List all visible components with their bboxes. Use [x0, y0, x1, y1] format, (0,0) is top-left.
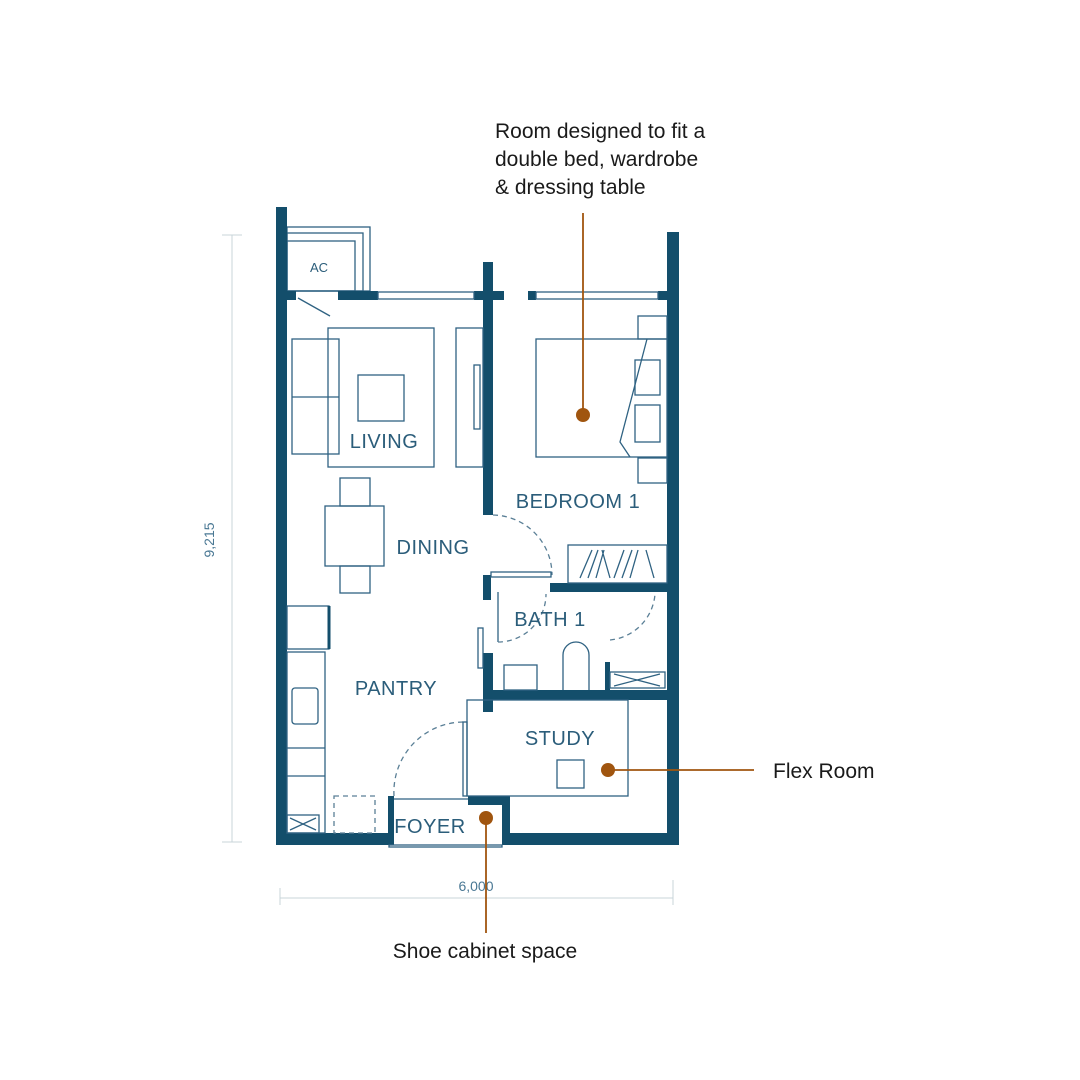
bedroom-door	[490, 571, 552, 578]
bath-fixtures	[477, 592, 666, 691]
annotation-shoe-cabinet	[479, 811, 493, 933]
room-label-ac: AC	[310, 260, 328, 275]
dining-table	[324, 477, 385, 594]
width-dimension: 6,000	[458, 878, 493, 894]
walls	[276, 207, 679, 845]
pantry-counter	[286, 605, 376, 834]
height-dimension: 9,215	[201, 522, 217, 557]
bedroom-note-line-1: Room designed to fit a	[495, 120, 705, 143]
foyer-threshold	[388, 844, 503, 848]
annotation-bedroom	[576, 213, 590, 422]
study-desk	[466, 699, 629, 797]
flex-room-note: Flex Room	[773, 760, 875, 783]
room-label-bath: BATH 1	[514, 609, 586, 631]
annotation-flex-room	[601, 763, 754, 777]
windows	[297, 291, 659, 317]
room-label-foyer: FOYER	[394, 816, 465, 838]
bedroom-note-line-3: & dressing table	[495, 176, 646, 199]
room-label-living: LIVING	[350, 431, 419, 453]
entrance-door-swing	[393, 721, 465, 797]
room-label-pantry: PANTRY	[355, 678, 437, 700]
room-label-dining: DINING	[397, 537, 470, 559]
room-label-study: STUDY	[525, 728, 595, 750]
shoe-cabinet-note: Shoe cabinet space	[393, 940, 577, 963]
dimension-lines	[222, 234, 674, 905]
ac-ledge	[286, 226, 371, 292]
living-furniture	[291, 327, 484, 468]
bedroom-furniture	[535, 315, 668, 584]
bedroom-note-line-2: double bed, wardrobe	[495, 148, 698, 171]
bedroom-door-swing	[492, 514, 553, 576]
room-label-bedroom: BEDROOM 1	[516, 491, 641, 513]
